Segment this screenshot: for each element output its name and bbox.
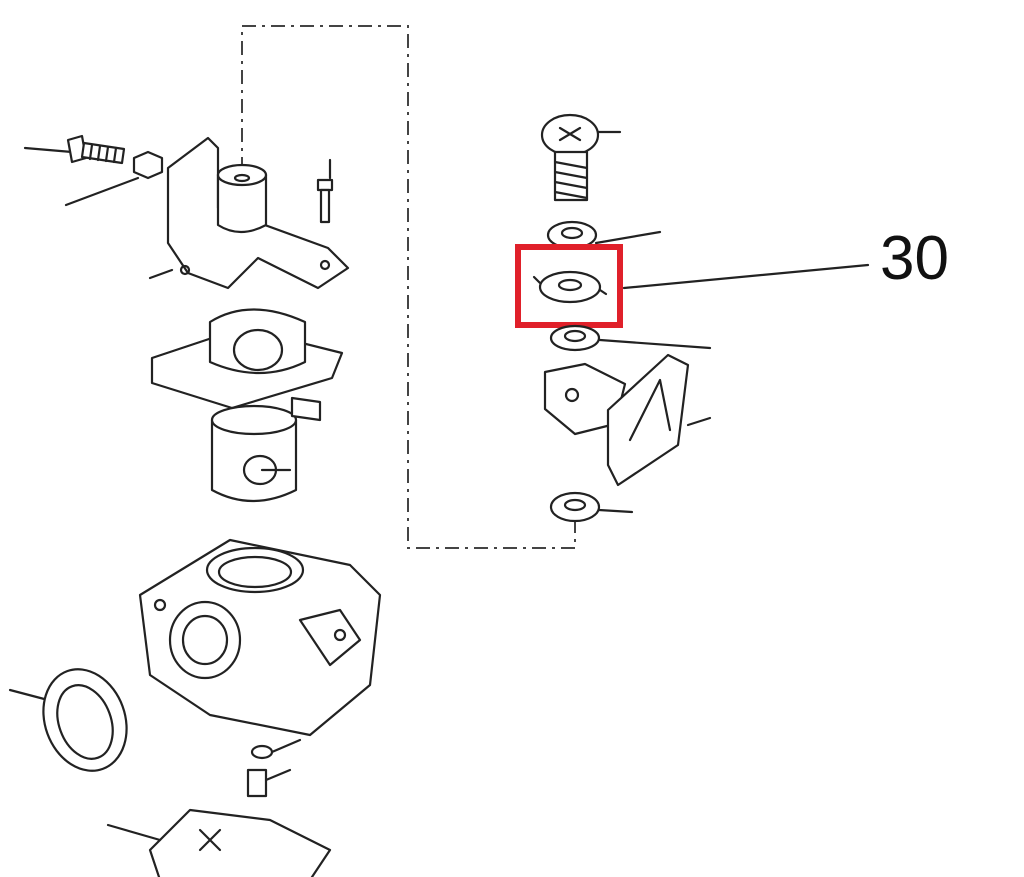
bolt-left: [23, 134, 126, 165]
washer-middle: [549, 324, 712, 352]
part-30-lock-washer: [532, 263, 870, 304]
washer-top: [546, 220, 662, 250]
washer-bottom: [549, 491, 634, 523]
bracket-assembly: [148, 136, 350, 290]
lever-assembly: [150, 308, 344, 503]
small-screw: [316, 158, 334, 224]
lever-plate-right: [543, 353, 712, 487]
part-highlight-box: [515, 244, 623, 328]
screw-right: [540, 113, 622, 202]
seal-ring: [8, 668, 128, 772]
part-number-callout: 30: [880, 224, 949, 293]
jet-and-plate: [106, 738, 332, 877]
carburetor-body: [138, 538, 382, 737]
assembly-guide-line: [241, 25, 576, 549]
nut-left: [64, 150, 164, 207]
